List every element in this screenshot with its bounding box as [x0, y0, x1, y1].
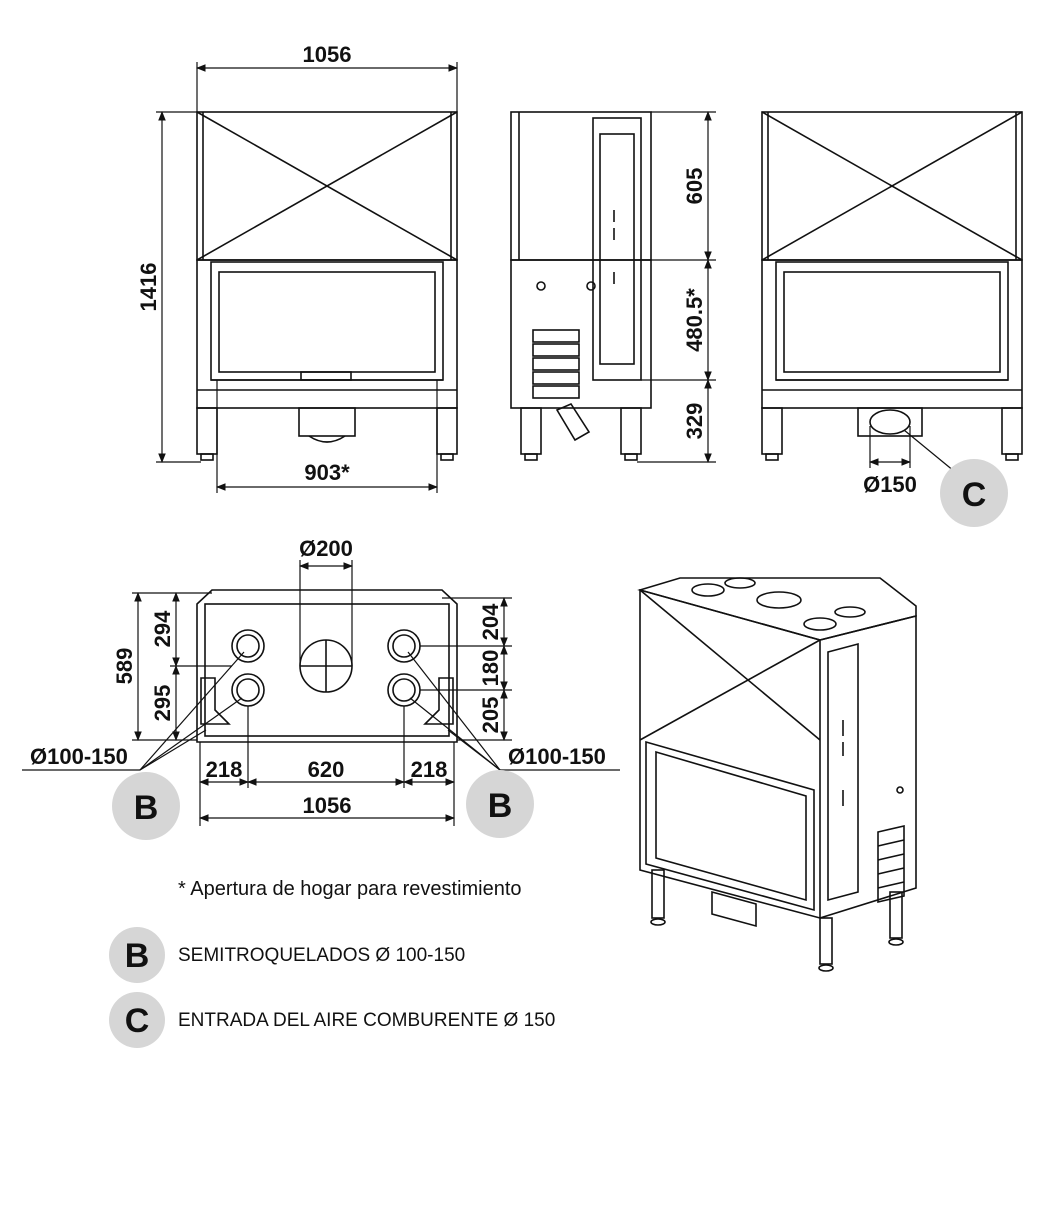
- side-view: [510, 111, 652, 461]
- span-left-label: 218: [206, 757, 243, 782]
- top-right-upper-label: 204: [478, 603, 503, 640]
- rear-pipe-label: Ø150: [863, 472, 917, 497]
- badge-c-rear-letter: C: [962, 476, 987, 514]
- top-view: [196, 589, 458, 743]
- badge-b-right-letter: B: [488, 787, 513, 825]
- front-opening-label: 903*: [304, 460, 350, 485]
- top-left-upper-label: 294: [150, 610, 175, 647]
- front-height-label: 1416: [136, 263, 161, 312]
- span-right-label: 218: [411, 757, 448, 782]
- front-dimension-lines: [156, 62, 458, 493]
- knockout-left-label: Ø100-150: [30, 744, 128, 769]
- legend-text-b: SEMITROQUELADOS Ø 100-150: [178, 945, 466, 966]
- badge-b-left: B: [112, 772, 180, 840]
- span-mid-label: 620: [308, 757, 345, 782]
- top-collar-label: Ø200: [299, 536, 353, 561]
- isometric-view: [637, 577, 917, 972]
- legend-text-c: ENTRADA DEL AIRE COMBURENTE Ø 150: [178, 1010, 556, 1031]
- footnote: * Apertura de hogar para revestimiento: [178, 878, 522, 900]
- front-view: [196, 111, 458, 461]
- knockout-right-label: Ø100-150: [508, 744, 606, 769]
- top-right-lower-label: 205: [478, 697, 503, 734]
- side-mid-label: 480.5*: [682, 288, 707, 352]
- top-left-lower-label: 295: [150, 685, 175, 722]
- side-dimension-lines: [637, 111, 716, 463]
- front-width-label: 1056: [303, 42, 352, 67]
- side-top-label: 605: [682, 168, 707, 205]
- top-depth-label: 589: [112, 648, 137, 685]
- side-bottom-label: 329: [682, 403, 707, 440]
- legend-badge-c: C: [109, 992, 165, 1048]
- badge-b-right: B: [466, 770, 534, 838]
- legend-badge-b-letter: B: [125, 937, 150, 975]
- top-dimension-lines: [22, 560, 620, 826]
- top-width-label: 1056: [303, 793, 352, 818]
- legend-badge-b: B: [109, 927, 165, 983]
- badge-c-rear: C: [940, 459, 1008, 527]
- badge-b-left-letter: B: [134, 789, 159, 827]
- top-right-mid-label: 180: [478, 650, 503, 687]
- legend-badge-c-letter: C: [125, 1002, 150, 1040]
- rear-view: [761, 111, 1023, 461]
